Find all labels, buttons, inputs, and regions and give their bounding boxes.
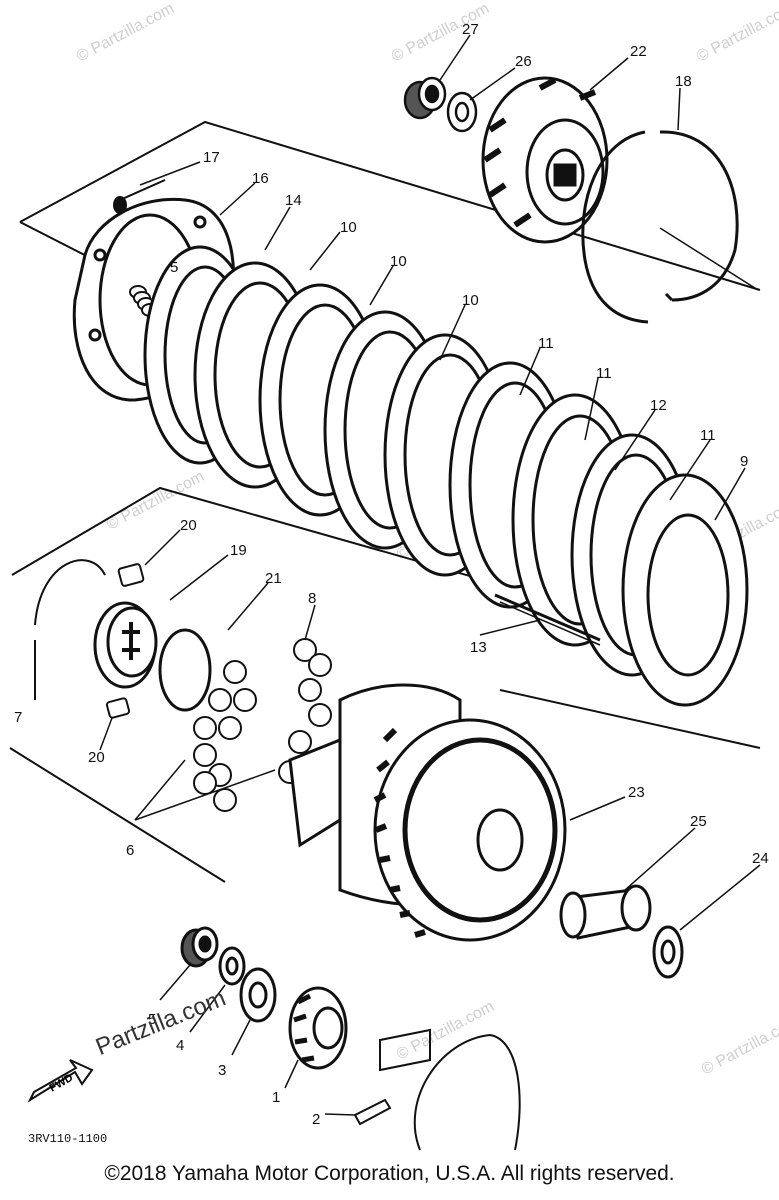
callout-11: 11 (700, 427, 716, 444)
callout-10: 10 (390, 253, 407, 270)
part-1-primary-drive-gear (288, 986, 348, 1070)
part-24-washer (652, 925, 684, 979)
callout-2: 2 (312, 1111, 320, 1128)
part-5-nut (180, 926, 219, 968)
fwd-label: FWD (48, 1072, 76, 1095)
copyright-notice: ©2018 Yamaha Motor Corporation, U.S.A. A… (104, 1162, 675, 1185)
part-7-wire-clip (34, 559, 106, 700)
fwd-arrow-icon: FWD (27, 1059, 94, 1103)
crankcase-fragment (379, 1028, 521, 1151)
callout-22: 22 (630, 43, 647, 60)
callout-25: 25 (690, 813, 707, 830)
callout-3: 3 (218, 1062, 226, 1079)
callout-5: 5 (148, 1011, 156, 1028)
callout-11: 11 (538, 335, 554, 352)
part-19-holder (93, 601, 158, 689)
callout-10: 10 (340, 219, 357, 236)
part-4-lock-washer (218, 946, 246, 986)
part-18-wire-ring (581, 130, 739, 324)
callout-27: 27 (462, 21, 479, 38)
callout-labels: 27 26 22 18 17 16 14 10 10 10 5 11 11 12… (14, 21, 769, 1128)
callout-5: 5 (170, 259, 178, 276)
callout-9: 9 (740, 453, 748, 470)
callout-11: 11 (596, 365, 612, 382)
callout-14: 14 (285, 192, 302, 209)
callout-20: 20 (180, 517, 197, 534)
callout-7: 7 (14, 709, 22, 726)
part-13-push-rod (494, 593, 601, 646)
callout-13: 13 (470, 639, 487, 656)
part-17-screw (113, 179, 166, 214)
leader-lines (99, 34, 761, 1116)
part-22-clutch-boss (481, 76, 609, 244)
watermark: © Partzilla.com (699, 1013, 779, 1079)
part-26-washer (446, 91, 478, 133)
part-2-straight-key (353, 1098, 392, 1126)
callout-26: 26 (515, 53, 532, 70)
callout-6: 6 (126, 842, 134, 859)
callout-19: 19 (230, 542, 247, 559)
callout-17: 17 (203, 149, 220, 166)
drawing-code: 3RV110-1100 (28, 1132, 107, 1146)
watermark: © Partzilla.com (394, 998, 497, 1064)
part-27-bearing (403, 76, 447, 120)
callout-16: 16 (252, 170, 269, 187)
callout-21: 21 (265, 570, 282, 587)
callout-20: 20 (88, 749, 105, 766)
clutch-plate-stack (143, 245, 749, 707)
callout-23: 23 (628, 784, 645, 801)
callout-8: 8 (308, 590, 316, 607)
part-20-slider (105, 563, 145, 719)
callout-4: 4 (176, 1037, 184, 1054)
part-21-circlip (158, 628, 212, 712)
watermark: © Partzilla.com (694, 0, 779, 66)
callout-10: 10 (462, 292, 479, 309)
part-23-clutch-housing (288, 683, 567, 942)
part-3-washer (239, 967, 277, 1023)
callout-24: 24 (752, 850, 769, 867)
callout-18: 18 (675, 73, 692, 90)
callout-12: 12 (650, 397, 667, 414)
watermark: © Partzilla.com (74, 0, 177, 66)
part-25-spacer (559, 884, 652, 940)
callout-1: 1 (272, 1089, 280, 1106)
